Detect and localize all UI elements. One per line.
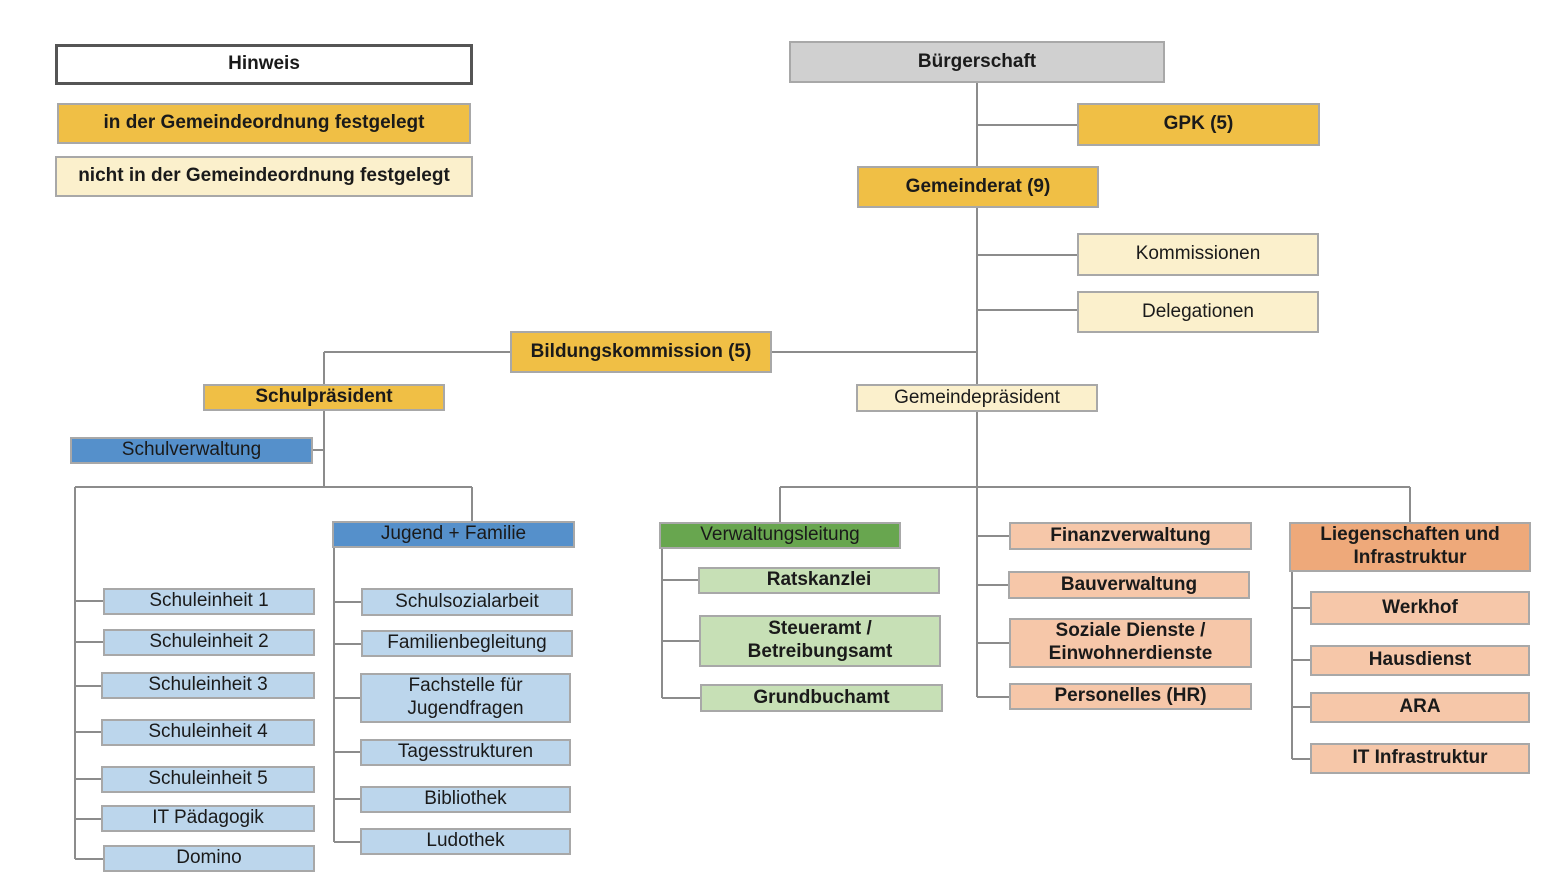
node-schulpraesident: Schulpräsident: [203, 384, 445, 411]
node-soziale-dienste: Soziale Dienste / Einwohnerdienste: [1009, 618, 1252, 668]
node-ara: ARA: [1310, 692, 1530, 723]
node-schuleinheit-3: Schuleinheit 3: [101, 672, 315, 699]
node-hausdienst: Hausdienst: [1310, 645, 1530, 676]
node-personelles: Personelles (HR): [1009, 683, 1252, 710]
node-domino: Domino: [103, 845, 315, 872]
node-liegenschaften: Liegenschaften und Infrastruktur: [1289, 522, 1531, 572]
legend-title: Hinweis: [55, 44, 473, 85]
node-grundbuchamt: Grundbuchamt: [700, 684, 943, 712]
node-bauverwaltung: Bauverwaltung: [1008, 571, 1250, 599]
node-werkhof: Werkhof: [1310, 591, 1530, 625]
node-delegationen: Delegationen: [1077, 291, 1319, 333]
node-buergerschaft: Bürgerschaft: [789, 41, 1165, 83]
node-ratskanzlei: Ratskanzlei: [698, 567, 940, 594]
node-ludothek: Ludothek: [360, 828, 571, 855]
node-schulsozialarbeit: Schulsozialarbeit: [361, 588, 573, 616]
node-bibliothek: Bibliothek: [360, 786, 571, 813]
node-tagesstrukturen: Tagesstrukturen: [360, 739, 571, 766]
node-schuleinheit-5: Schuleinheit 5: [101, 766, 315, 793]
node-bildungskommission: Bildungskommission (5): [510, 331, 772, 373]
node-finanzverwaltung: Finanzverwaltung: [1009, 522, 1252, 550]
legend-mandatory: in der Gemeindeordnung festgelegt: [57, 103, 471, 144]
node-it-paedagogik: IT Pädagogik: [101, 805, 315, 832]
node-gemeindepraesident: Gemeindepräsident: [856, 384, 1098, 412]
node-schuleinheit-1: Schuleinheit 1: [103, 588, 315, 615]
node-steueramt: Steueramt / Betreibungsamt: [699, 615, 941, 667]
node-schulverwaltung: Schulverwaltung: [70, 437, 313, 464]
node-it-infrastruktur: IT Infrastruktur: [1310, 743, 1530, 774]
node-schuleinheit-4: Schuleinheit 4: [101, 719, 315, 746]
node-fachstelle-jugendfragen: Fachstelle für Jugendfragen: [360, 673, 571, 723]
node-gpk: GPK (5): [1077, 103, 1320, 146]
node-kommissionen: Kommissionen: [1077, 233, 1319, 276]
legend-optional: nicht in der Gemeindeordnung festgelegt: [55, 156, 473, 197]
node-jugend-familie: Jugend + Familie: [332, 521, 575, 548]
node-familienbegleitung: Familienbegleitung: [361, 630, 573, 657]
node-verwaltungsleitung: Verwaltungsleitung: [659, 522, 901, 549]
node-gemeinderat: Gemeinderat (9): [857, 166, 1099, 208]
node-schuleinheit-2: Schuleinheit 2: [103, 629, 315, 656]
